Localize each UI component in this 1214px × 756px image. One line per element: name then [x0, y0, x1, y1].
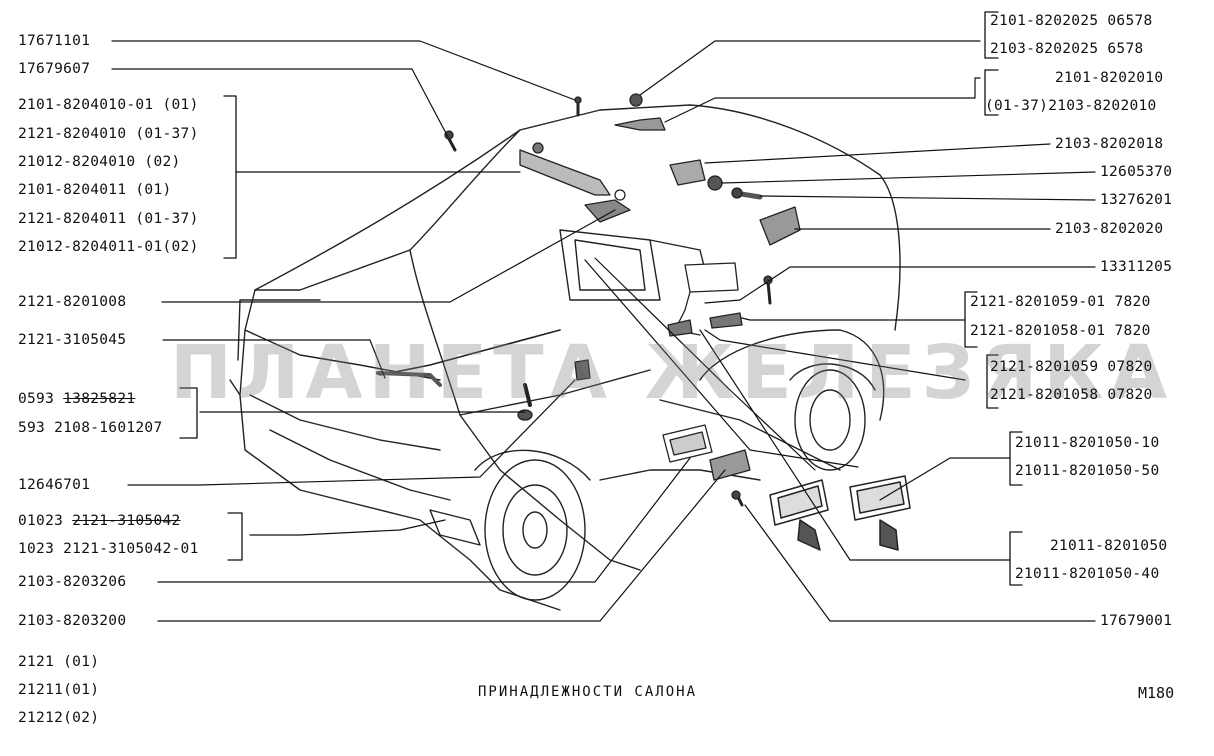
model-3: 21212(02) [18, 710, 100, 726]
label-sun-visor-5: 2121-8204011 (01-37) [18, 211, 199, 227]
label-r2b: (01-37)2103-8202010 [985, 98, 1157, 114]
label-01023-prefix: 01023 [18, 513, 64, 529]
label-r1a: 2101-8202025 06578 [990, 13, 1153, 29]
label-12646701: 12646701 [18, 477, 91, 493]
label-brackets [179, 11, 1023, 586]
label-r6: 2103-8202020 [1055, 221, 1164, 237]
diagram-code: M180 [1138, 684, 1175, 702]
label-r1b: 2103-8202025 6578 [990, 41, 1144, 57]
label-r9a: 2121-8201059 07820 [990, 359, 1153, 375]
screw-17679607 [444, 130, 457, 152]
leader-lines [111, 40, 1096, 622]
cover-2103-8202020 [759, 206, 801, 246]
label-01023: 01023 2121-3105042 [18, 512, 181, 530]
lamp-cover [662, 424, 713, 463]
car-outline [229, 104, 901, 611]
label-r3: 2103-8202018 [1055, 136, 1164, 152]
label-2121-8201008: 2121-8201008 [18, 294, 127, 310]
label-r8b: 2121-8201058-01 7820 [970, 323, 1151, 339]
label-r10a: 21011-8201050-10 [1015, 435, 1160, 451]
grab-handle [614, 93, 666, 131]
screw-17671101 [574, 96, 582, 117]
interior-mirror [584, 189, 631, 223]
washer-12605370 [707, 175, 723, 191]
label-17679607: 17679607 [18, 61, 91, 77]
model-2: 21211(01) [18, 682, 100, 698]
model-1: 2121 (01) [18, 654, 100, 670]
label-593-2108-1601207: 593 2108-1601207 [18, 420, 163, 436]
label-2121-3105045: 2121-3105045 [18, 332, 127, 348]
outer-mirror-left [769, 479, 829, 551]
outer-mirror-right [849, 475, 911, 551]
sun-visor [519, 142, 611, 196]
label-0593: 0593 13825821 [18, 390, 135, 408]
label-r11b: 21011-8201050-40 [1015, 566, 1160, 582]
label-r7: 13311205 [1100, 259, 1173, 275]
label-r4: 12605370 [1100, 164, 1173, 180]
wiper-arm [376, 329, 561, 387]
label-sun-visor-6: 21012-8204011-01(02) [18, 239, 199, 255]
rear-wheel [789, 363, 876, 471]
diagram-title: ПРИНАДЛЕЖНОСТИ САЛОНА [478, 684, 698, 700]
label-2103-8203206: 2103-8203206 [18, 574, 127, 590]
watermark: ПЛАНЕТА ЖЕЛЕЗЯКА [170, 330, 1174, 416]
label-sun-visor-1: 2101-8204010-01 (01) [18, 97, 199, 113]
label-1023-2121-3105042-01: 1023 2121-3105042-01 [18, 541, 199, 557]
bracket [669, 159, 706, 186]
label-r12: 17679001 [1100, 613, 1173, 629]
label-r11a: 21011-8201050 [1050, 538, 1168, 554]
label-17671101: 17671101 [18, 33, 91, 49]
label-r9b: 2121-8201058 07820 [990, 387, 1153, 403]
screw-17679001 [731, 490, 744, 507]
plug-12646701 [574, 359, 591, 381]
label-01023-struck: 2121-3105042 [72, 513, 181, 529]
front-wheel [474, 449, 591, 601]
label-0593-prefix: 0593 [18, 391, 55, 407]
label-r5: 13276201 [1100, 192, 1173, 208]
label-sun-visor-4: 2101-8204011 (01) [18, 182, 172, 198]
outer-mirror-small [667, 262, 743, 337]
label-0593-struck: 13825821 [63, 391, 136, 407]
label-r2a: 2101-8202010 [1055, 70, 1164, 86]
label-2103-8203200: 2103-8203200 [18, 613, 127, 629]
screw-13311205 [763, 275, 773, 305]
bolt-13276201 [731, 187, 763, 200]
label-r10b: 21011-8201050-50 [1015, 463, 1160, 479]
label-sun-visor-2: 2121-8204010 (01-37) [18, 126, 199, 142]
lamp-diffuser [709, 449, 751, 481]
label-r8a: 2121-8201059-01 7820 [970, 294, 1151, 310]
label-sun-visor-3: 21012-8204010 (02) [18, 154, 181, 170]
